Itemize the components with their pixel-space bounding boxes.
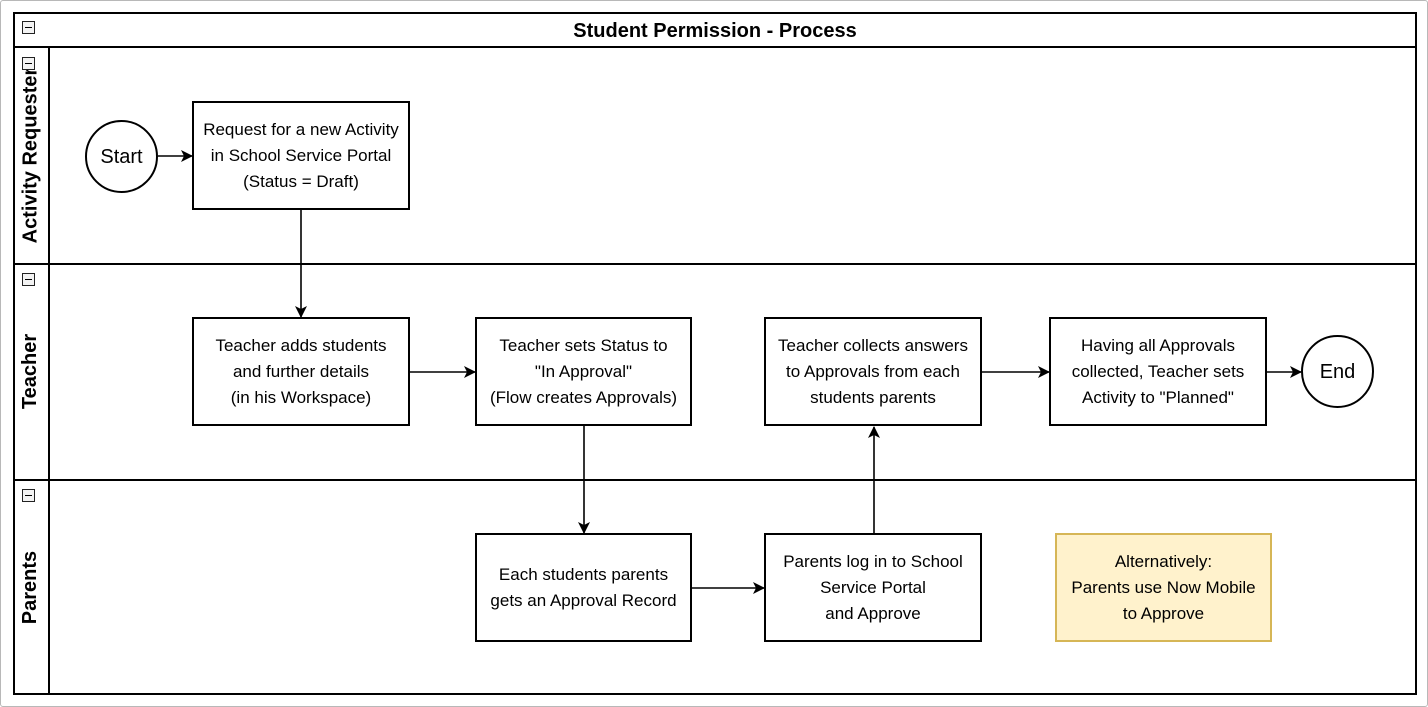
parents-login-approve-task[interactable]: Parents log in to School Service Portal … [764,533,982,642]
pool-title: Student Permission - Process [573,20,857,42]
pool-header: Student Permission - Process [13,12,1417,48]
request-activity-task[interactable]: Request for a new Activity in School Ser… [192,101,410,210]
teacher-adds-students-task[interactable]: Teacher adds students and further detail… [192,317,410,426]
lane-divider-1 [13,263,1417,265]
lane-divider-2 [13,479,1417,481]
parents-get-approval-record-task[interactable]: Each students parents gets an Approval R… [475,533,692,642]
pool-collapse-button[interactable] [22,21,35,34]
start-event[interactable]: Start [85,120,158,193]
teacher-sets-status-task[interactable]: Teacher sets Status to "In Approval" (Fl… [475,317,692,426]
teacher-sets-planned-task[interactable]: Having all Approvals collected, Teacher … [1049,317,1267,426]
end-event[interactable]: End [1301,335,1374,408]
lane-collapse-button-activity-requester[interactable] [22,57,35,70]
lane-collapse-button-teacher[interactable] [22,273,35,286]
lane-label-divider [48,47,50,695]
teacher-collects-answers-task[interactable]: Teacher collects answers to Approvals fr… [764,317,982,426]
alternatively-note[interactable]: Alternatively: Parents use Now Mobile to… [1055,533,1272,642]
swimlane-pool [13,12,1417,695]
lane-collapse-button-parents[interactable] [22,489,35,502]
